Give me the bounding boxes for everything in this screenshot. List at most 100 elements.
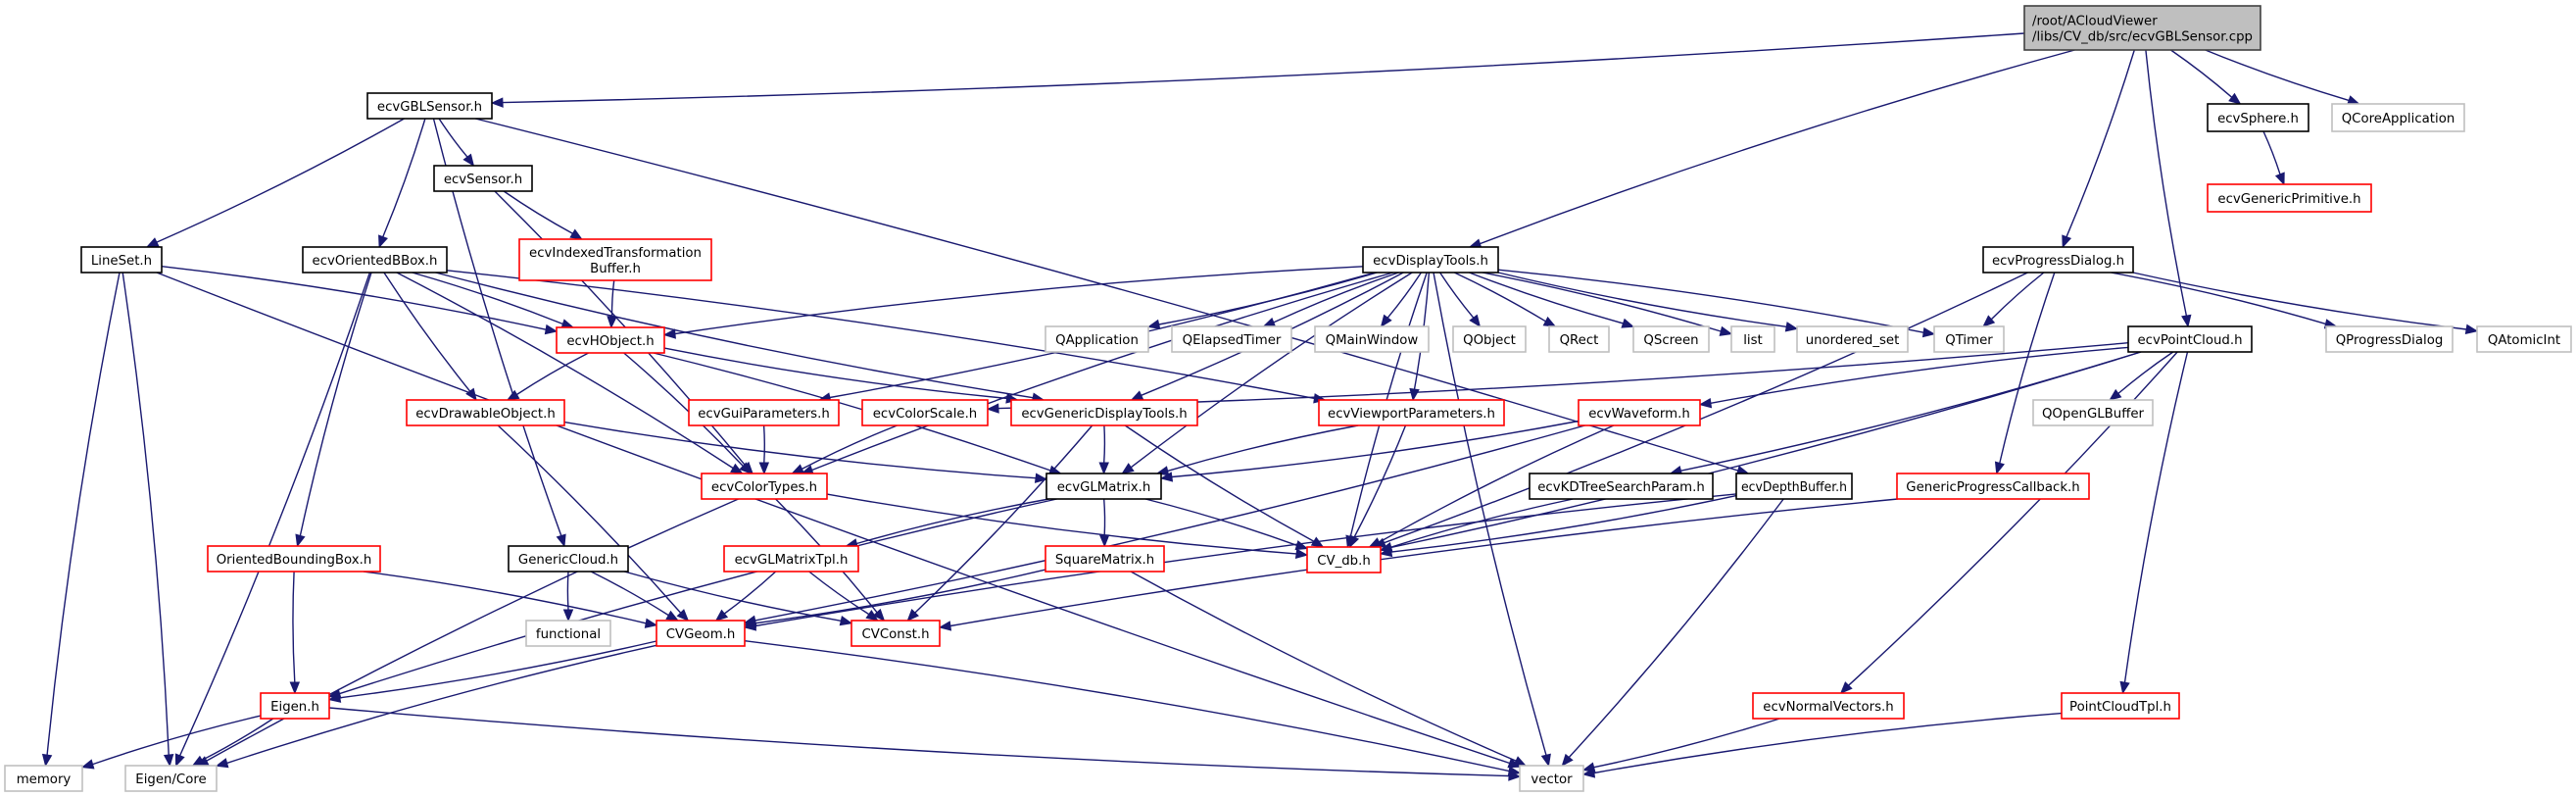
node-genericprogresscallback[interactable]: GenericProgressCallback.h	[1896, 473, 2090, 500]
node-ecvdepthbuffer[interactable]: ecvDepthBuffer.h	[1735, 473, 1853, 500]
arrowhead-icon	[607, 316, 617, 329]
node-label: functional	[536, 627, 601, 642]
arrowhead-icon	[378, 234, 388, 249]
edge-ecvwaveform-to-cv_db	[1379, 424, 1615, 543]
node-box	[1010, 399, 1198, 426]
node-eigen[interactable]: Eigen.h	[260, 692, 330, 720]
node-box	[2331, 103, 2465, 132]
node-ecvkdtreesearchparam[interactable]: ecvKDTreeSearchParam.h	[1529, 473, 1714, 500]
node-box	[518, 238, 712, 281]
arrowhead-icon	[714, 609, 729, 622]
node-ecvpointcloud[interactable]: ecvPointCloud.h	[2127, 325, 2253, 353]
node-label: memory	[17, 772, 72, 787]
node-qscreen: QScreen	[1632, 325, 1710, 353]
arrowhead-icon	[872, 608, 886, 622]
edge-ecvdisplaytools-to-ecvcolortypes	[811, 272, 1393, 472]
node-label: ecvColorScale.h	[873, 407, 978, 422]
node-root[interactable]: /root/ACloudViewer/libs/CV_db/src/ecvGBL…	[2023, 5, 2261, 51]
node-box	[1171, 325, 1292, 353]
node-label: ecvKDTreeSearchParam.h	[1537, 480, 1705, 495]
node-squarematrix[interactable]: SquareMatrix.h	[1045, 545, 1165, 573]
node-label: CV_db.h	[1317, 554, 1371, 569]
edge-root-to-ecvgblsensor	[502, 32, 2025, 104]
node-ecvsphere[interactable]: ecvSphere.h	[2207, 103, 2309, 132]
arrowhead-icon	[1994, 461, 2005, 475]
node-box	[861, 399, 989, 426]
arrowhead-icon	[2228, 92, 2242, 105]
node-lineset[interactable]: LineSet.h	[80, 246, 163, 274]
node-ecvglmatrixtpl[interactable]: ecvGLMatrixTpl.h	[723, 545, 859, 573]
node-ecvguiparameters[interactable]: ecvGuiParameters.h	[688, 399, 840, 426]
arrowhead-icon	[80, 759, 95, 770]
arrowhead-icon	[644, 618, 658, 628]
arrowhead-icon	[1540, 753, 1551, 768]
node-ecvwaveform[interactable]: ecvWaveform.h	[1578, 399, 1701, 426]
arrowhead-icon	[906, 609, 919, 622]
arrowhead-icon	[1098, 534, 1110, 548]
edge-squarematrix-to-vector	[1130, 571, 1517, 762]
node-ecvcolortypes[interactable]: ecvColorTypes.h	[701, 473, 828, 500]
node-box	[2207, 103, 2309, 132]
node-ecvcolorscale[interactable]: ecvColorScale.h	[861, 399, 989, 426]
arrowhead-icon	[1159, 472, 1174, 482]
edge-ecvdisplaytools-to-qtimer	[1497, 269, 1924, 333]
arrowhead-icon	[739, 462, 753, 474]
node-label: ecvGenericDisplayTools.h	[1021, 407, 1187, 422]
node-box	[688, 399, 840, 426]
edge-ecvorientedbbox-to-ecvcolortypes	[396, 272, 734, 470]
node-ecvgenericdisplaytools[interactable]: ecvGenericDisplayTools.h	[1010, 399, 1198, 426]
edge-ecvdisplaytools-to-ecvhobject	[674, 266, 1364, 335]
node-ecvdrawableobject[interactable]: ecvDrawableObject.h	[406, 399, 565, 426]
node-label: QOpenGLBuffer	[2042, 407, 2145, 422]
node-ecvdisplaytools[interactable]: ecvDisplayTools.h	[1362, 246, 1499, 274]
node-ecvgblsensor[interactable]: ecvGBLSensor.h	[366, 92, 493, 120]
node-label: ecvWaveform.h	[1588, 407, 1690, 422]
node-label: ecvPointCloud.h	[2137, 333, 2242, 348]
node-cv-db[interactable]: CV_db.h	[1306, 546, 1382, 573]
node-pointcloudtpl[interactable]: PointCloudTpl.h	[2061, 692, 2180, 720]
arrowhead-icon	[1784, 322, 1799, 332]
node-label: QObject	[1463, 333, 1516, 348]
node-ecvviewportparameters[interactable]: ecvViewportParameters.h	[1318, 399, 1505, 426]
arrowhead-icon	[1469, 314, 1482, 328]
edge-ecvdisplaytools-to-qelapsedtimer	[1273, 272, 1399, 324]
node-genericcloud[interactable]: GenericCloud.h	[508, 545, 629, 573]
arrowhead-icon	[662, 328, 676, 339]
node-ecvgenericprimitive[interactable]: ecvGenericPrimitive.h	[2207, 183, 2372, 213]
arrowhead-icon	[145, 237, 160, 248]
node-ecvprogressdialog[interactable]: ecvProgressDialog.h	[1982, 246, 2134, 274]
node-box	[1314, 325, 1430, 353]
node-box	[302, 246, 448, 274]
node-ecvglmatrix[interactable]: ecvGLMatrix.h	[1045, 473, 1162, 500]
node-box	[124, 765, 218, 792]
node-ecvorientedbbox[interactable]: ecvOrientedBBox.h	[302, 246, 448, 274]
node-box	[701, 473, 828, 500]
node-label: OrientedBoundingBox.h	[217, 553, 372, 568]
edge-eigen-to-eigencore	[201, 718, 274, 762]
node-ecvsensor[interactable]: ecvSensor.h	[433, 165, 533, 192]
edge-cvgeom-to-eigen	[339, 640, 657, 699]
node-box	[1045, 325, 1149, 353]
node-qatomicint: QAtomicInt	[2476, 325, 2572, 353]
edge-ecvnormalvectors-to-vector	[1593, 718, 1780, 769]
edge-lineset-to-eigencore	[122, 272, 170, 756]
node-box	[1519, 765, 1584, 792]
node-cvgeom[interactable]: CVGeom.h	[656, 620, 746, 647]
edge-squarematrix-to-cvgeom	[754, 569, 1046, 624]
node-qcoreapplication: QCoreApplication	[2331, 103, 2465, 132]
node-box	[2023, 5, 2261, 51]
node-box	[2061, 692, 2180, 720]
edge-ecvdisplaytools-to-qrect	[1454, 272, 1546, 323]
node-box	[1730, 325, 1775, 353]
node-ecvhobject[interactable]: ecvHObject.h	[556, 326, 665, 354]
node-label: list	[1743, 333, 1763, 348]
node-orientedboundingbox[interactable]: OrientedBoundingBox.h	[207, 545, 381, 573]
node-cvconst[interactable]: CVConst.h	[851, 620, 941, 647]
arrowhead-icon	[1698, 397, 1713, 409]
node-ecvnormalvectors[interactable]: ecvNormalVectors.h	[1752, 692, 1905, 720]
node-label: ecvColorTypes.h	[711, 480, 817, 495]
node-box	[2032, 399, 2154, 426]
edge-ecvdepthbuffer-to-cv_db	[1390, 494, 1737, 553]
edge-ecvviewportparameters-to-cv_db	[1353, 424, 1407, 538]
